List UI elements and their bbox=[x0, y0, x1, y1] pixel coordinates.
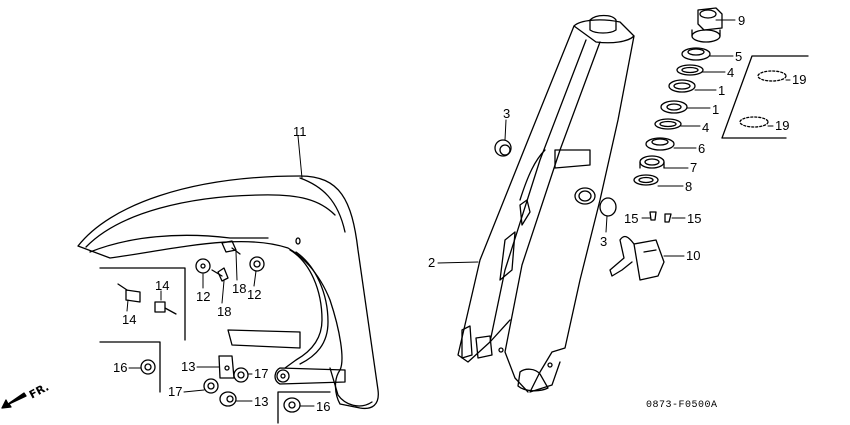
washer-12 bbox=[195, 256, 265, 274]
callout-ref-15: 15 bbox=[624, 211, 639, 226]
bolt-14 bbox=[117, 283, 177, 315]
callout-ref-4: 4 bbox=[727, 65, 735, 80]
callout-ref-19: 19 bbox=[792, 72, 807, 87]
dust-seal bbox=[639, 155, 665, 169]
cap-plug-lower bbox=[599, 197, 617, 217]
front-direction-arrow-icon bbox=[1, 392, 27, 409]
callout-ref-10: 10 bbox=[686, 248, 701, 263]
steering-lock bbox=[609, 235, 665, 281]
callout-ref-19: 19 bbox=[775, 118, 790, 133]
washer-13 bbox=[218, 355, 237, 407]
nut-17 bbox=[203, 367, 249, 394]
callout-ref-12: 12 bbox=[247, 287, 262, 302]
callout-ref-1: 1 bbox=[712, 102, 720, 117]
callout-ref-14: 14 bbox=[155, 278, 170, 293]
callout-ref-14: 14 bbox=[122, 312, 137, 327]
callout-ref-17: 17 bbox=[254, 366, 269, 381]
callout-ref-4: 4 bbox=[702, 120, 710, 135]
callout-ref-16: 16 bbox=[113, 360, 128, 375]
cap-plug-upper bbox=[494, 139, 512, 157]
bolt-18 bbox=[211, 240, 241, 282]
callout-ref-15: 15 bbox=[687, 211, 702, 226]
callout-ref-6: 6 bbox=[698, 141, 706, 156]
bearing-race-upper bbox=[668, 79, 696, 93]
callout-ref-7: 7 bbox=[690, 160, 698, 175]
leader-lines bbox=[126, 19, 791, 407]
bearing-race-lower bbox=[660, 100, 688, 114]
cone-race bbox=[681, 47, 711, 61]
callout-ref-8: 8 bbox=[685, 179, 693, 194]
callout-ref-5: 5 bbox=[735, 49, 743, 64]
steering-nut bbox=[691, 7, 723, 43]
callout-ref-3: 3 bbox=[600, 234, 608, 249]
callout-ref-9: 9 bbox=[738, 13, 746, 28]
callout-ref-17: 17 bbox=[168, 384, 183, 399]
callout-ref-1: 1 bbox=[718, 83, 726, 98]
callout-ref-11: 11 bbox=[293, 124, 307, 139]
nut-16 bbox=[140, 359, 301, 413]
screw-15 bbox=[649, 211, 672, 223]
cone-race-lower bbox=[645, 137, 675, 151]
callout-ref-3: 3 bbox=[503, 106, 511, 121]
front-fork bbox=[457, 14, 635, 393]
callout-ref-18: 18 bbox=[217, 304, 232, 319]
steel-balls-inset bbox=[721, 55, 809, 139]
callout-ref-13: 13 bbox=[254, 394, 269, 409]
diagram-code: 0873-F0500A bbox=[646, 400, 718, 411]
callout-ref-18: 18 bbox=[232, 281, 247, 296]
inset-brackets bbox=[99, 267, 331, 424]
callout-ref-13: 13 bbox=[181, 359, 196, 374]
ball-bearing-lower bbox=[654, 118, 682, 130]
callout-ref-12: 12 bbox=[196, 289, 211, 304]
callout-ref-16: 16 bbox=[316, 399, 331, 414]
ball-bearing-upper bbox=[676, 64, 704, 76]
callout-ref-2: 2 bbox=[428, 255, 436, 270]
front-fender bbox=[77, 175, 379, 410]
washer bbox=[633, 174, 659, 186]
